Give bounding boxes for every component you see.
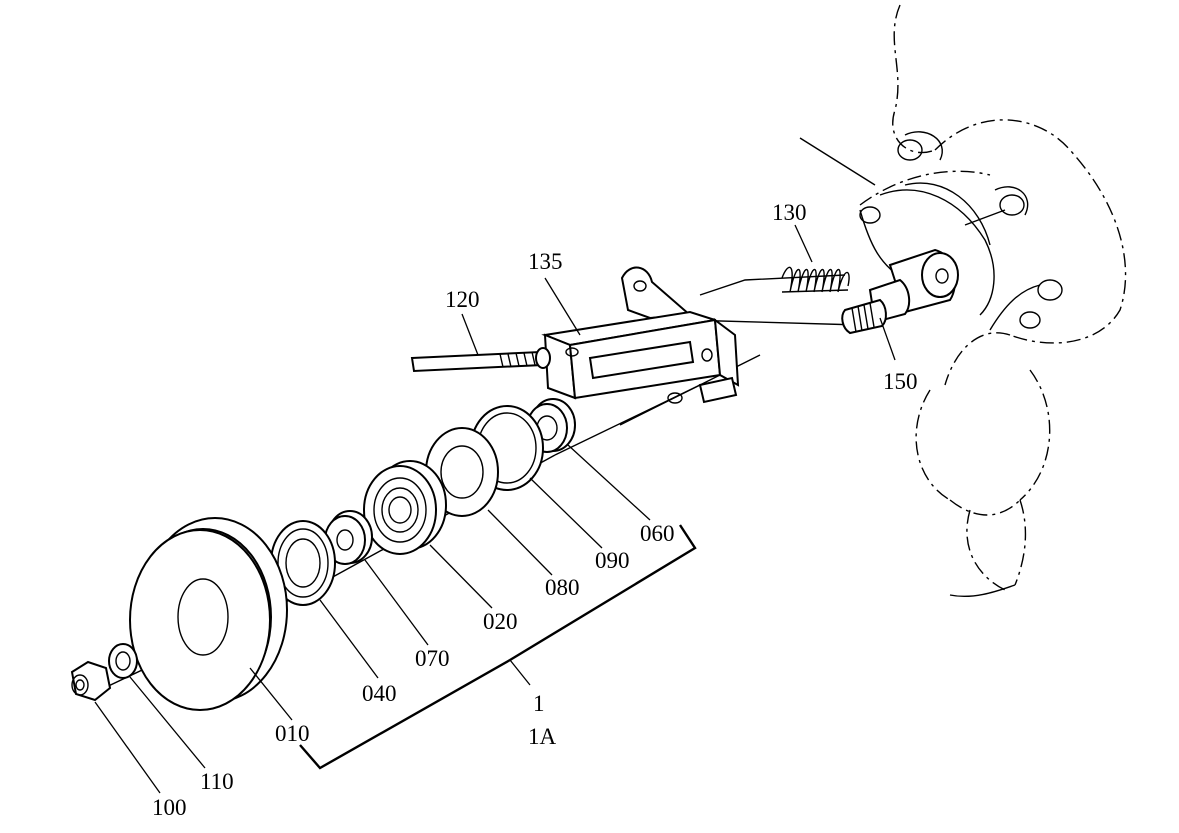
callout-135: 135 <box>528 249 563 274</box>
callout-090: 090 <box>595 548 630 573</box>
part-150-stud-shaft <box>841 248 959 335</box>
callout-130: 130 <box>772 200 807 225</box>
part-135-bracket <box>541 266 740 404</box>
callout-080: 080 <box>545 575 580 600</box>
callout-150: 150 <box>883 369 918 394</box>
callout-labels: 010 020 040 060 070 080 090 100 110 120 … <box>152 200 918 820</box>
part-010-pulley <box>129 517 288 711</box>
callout-120: 120 <box>445 287 480 312</box>
callout-040: 040 <box>362 681 397 706</box>
part-130-spring <box>781 266 850 293</box>
assembly-number: 1 <box>533 691 545 716</box>
callout-110: 110 <box>200 769 234 794</box>
leader-lines <box>94 224 896 794</box>
callout-100: 100 <box>152 795 187 820</box>
part-100-nut <box>70 660 112 702</box>
callout-070: 070 <box>415 646 450 671</box>
assembly-bracket <box>299 524 697 770</box>
callout-020: 020 <box>483 609 518 634</box>
part-110-lock-washer <box>108 643 138 679</box>
part-020-bearing <box>363 460 447 555</box>
callout-010: 010 <box>275 721 310 746</box>
callout-060: 060 <box>640 521 675 546</box>
engine-housing <box>799 4 1127 598</box>
part-070-spacer <box>324 510 373 565</box>
assembly-variant: 1A <box>528 724 557 749</box>
part-120-bolt <box>410 347 551 373</box>
